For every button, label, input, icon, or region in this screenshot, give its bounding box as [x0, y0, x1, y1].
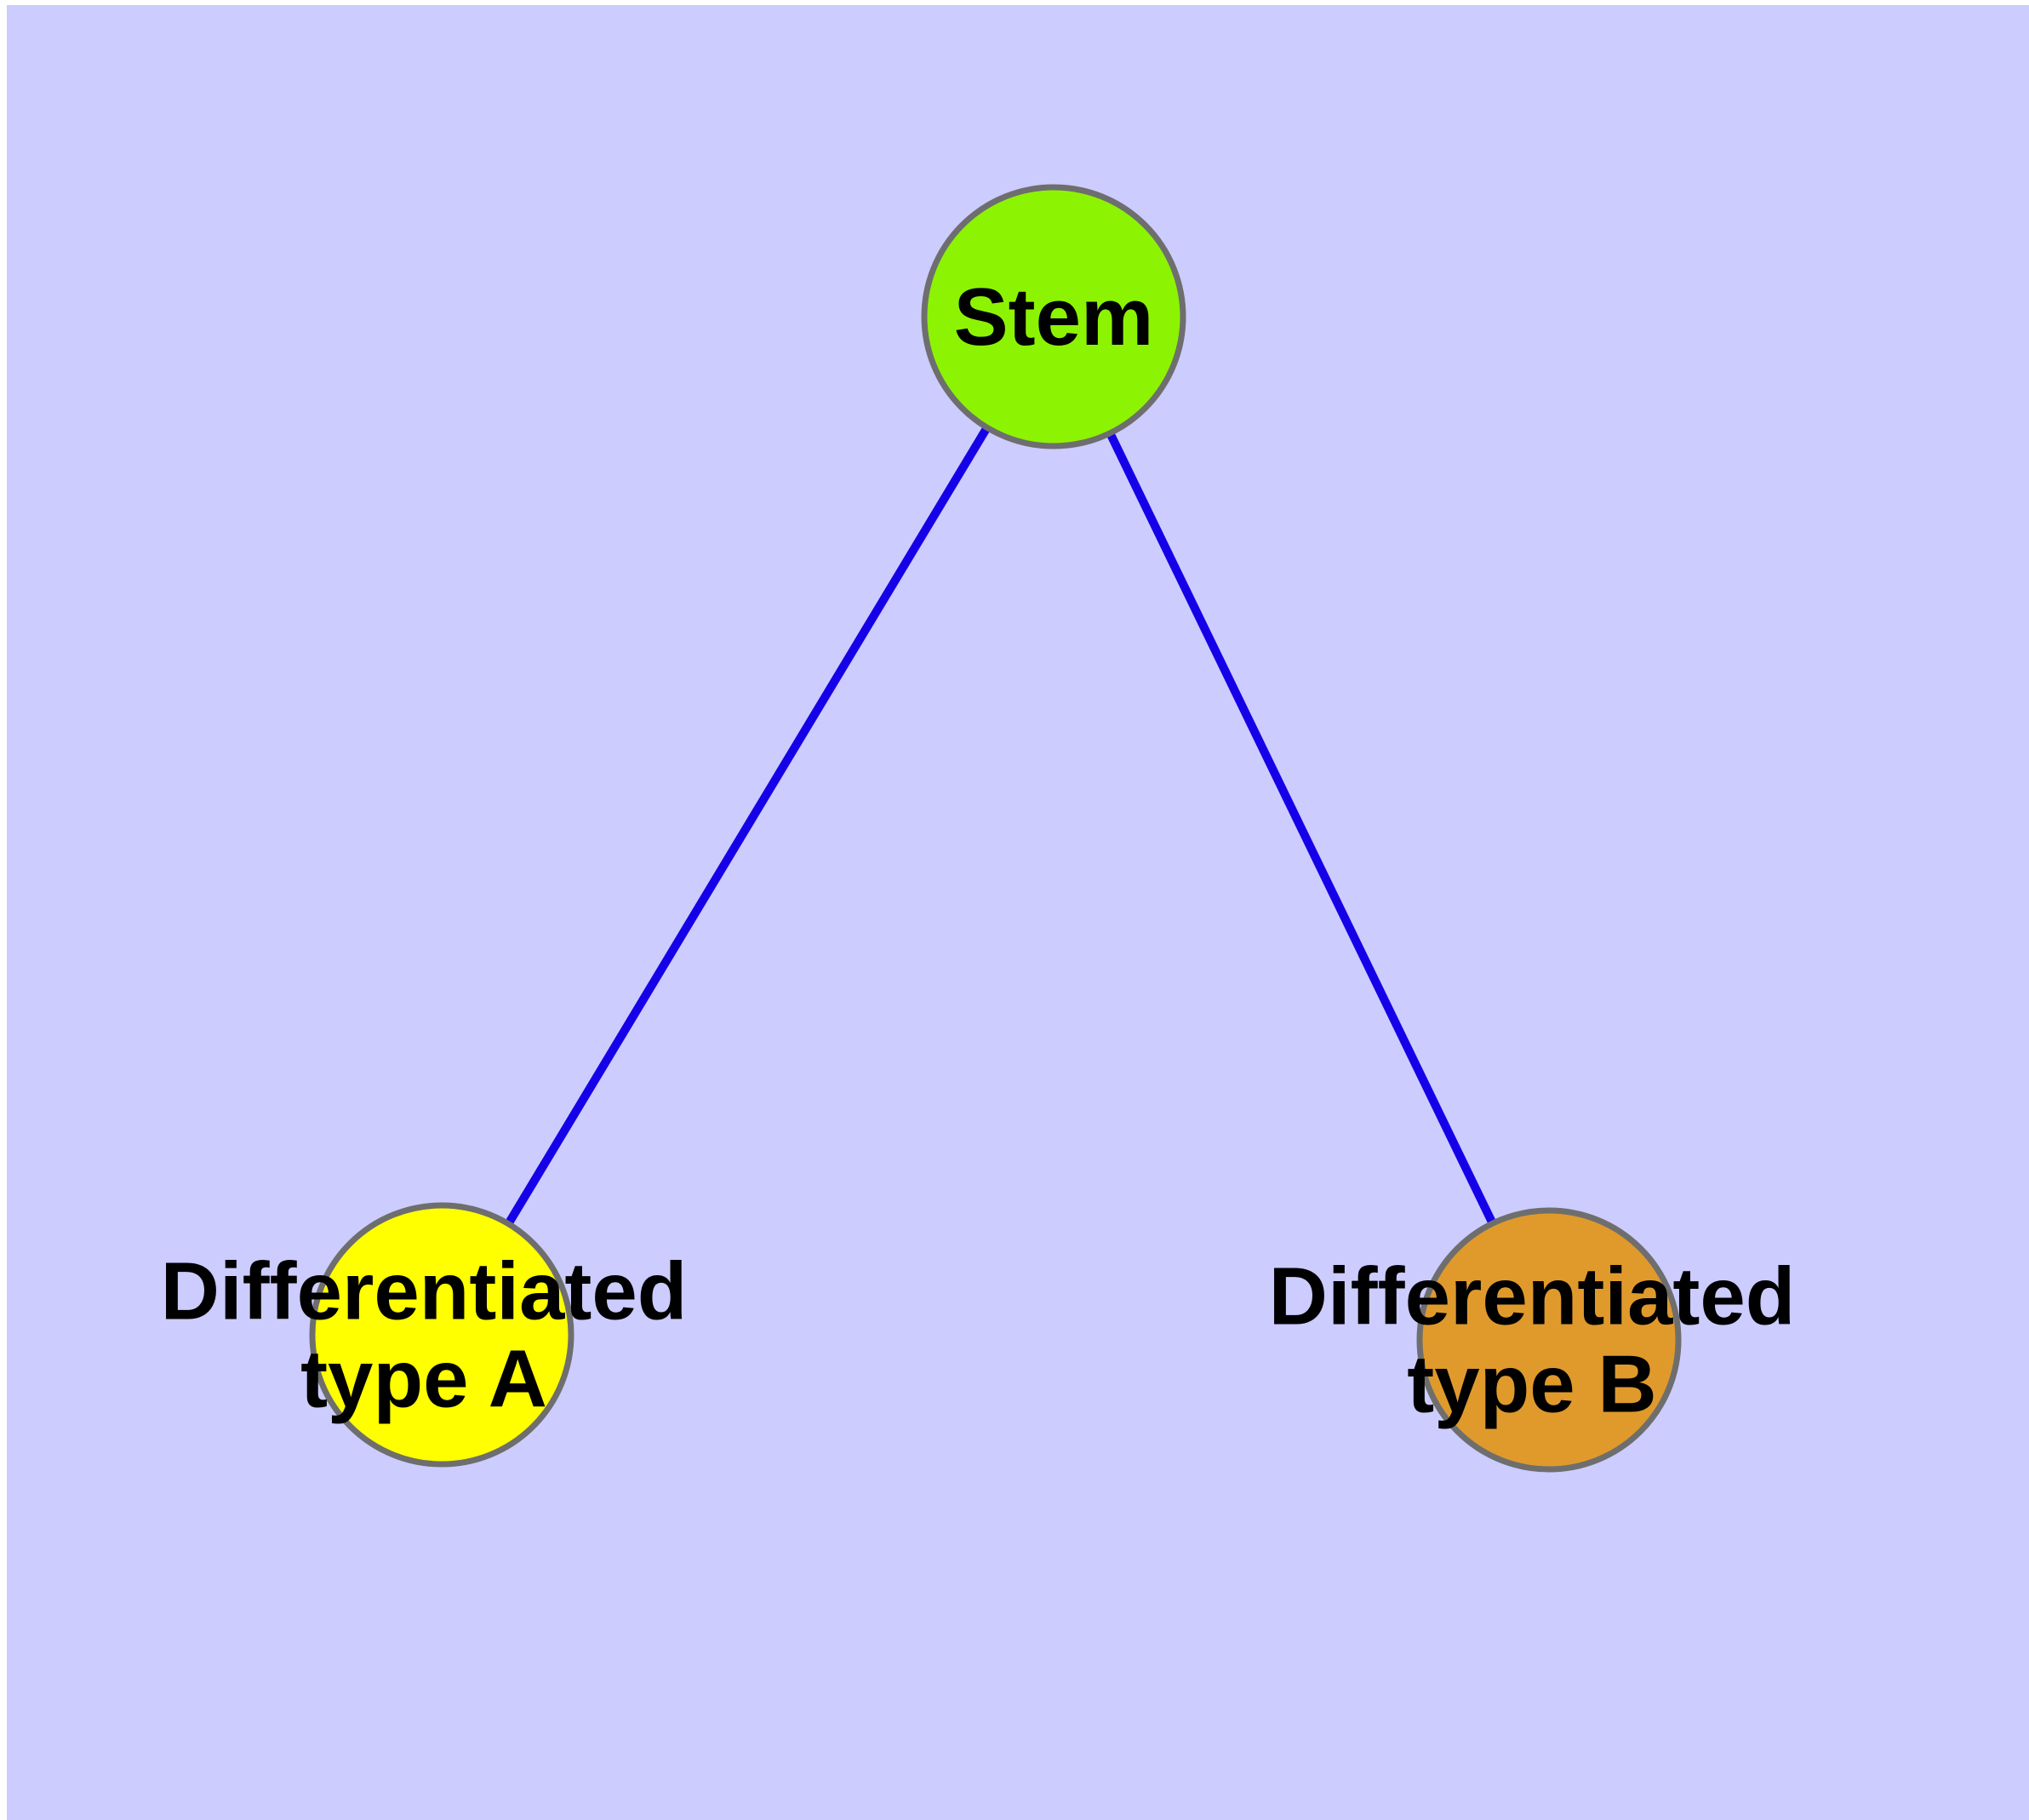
- node-stem[interactable]: Stem: [921, 184, 1186, 449]
- node-label-line: Stem: [954, 272, 1154, 363]
- node-label-line: type A: [300, 1333, 547, 1424]
- node-circle-diff_b[interactable]: [1416, 1207, 1682, 1473]
- node-circle-stem[interactable]: [921, 184, 1186, 449]
- node-label-stem: Stem: [954, 272, 1154, 363]
- node-label-line: type B: [1407, 1338, 1656, 1429]
- node-label-line: Differentiated: [161, 1245, 688, 1336]
- edge-layer: [505, 425, 1497, 1227]
- edge-stem-to-b[interactable]: [1106, 431, 1497, 1226]
- node-circle-diff_a[interactable]: [309, 1202, 574, 1468]
- node-label-line: Differentiated: [1269, 1251, 1796, 1342]
- edge-stem-to-a[interactable]: [505, 425, 991, 1227]
